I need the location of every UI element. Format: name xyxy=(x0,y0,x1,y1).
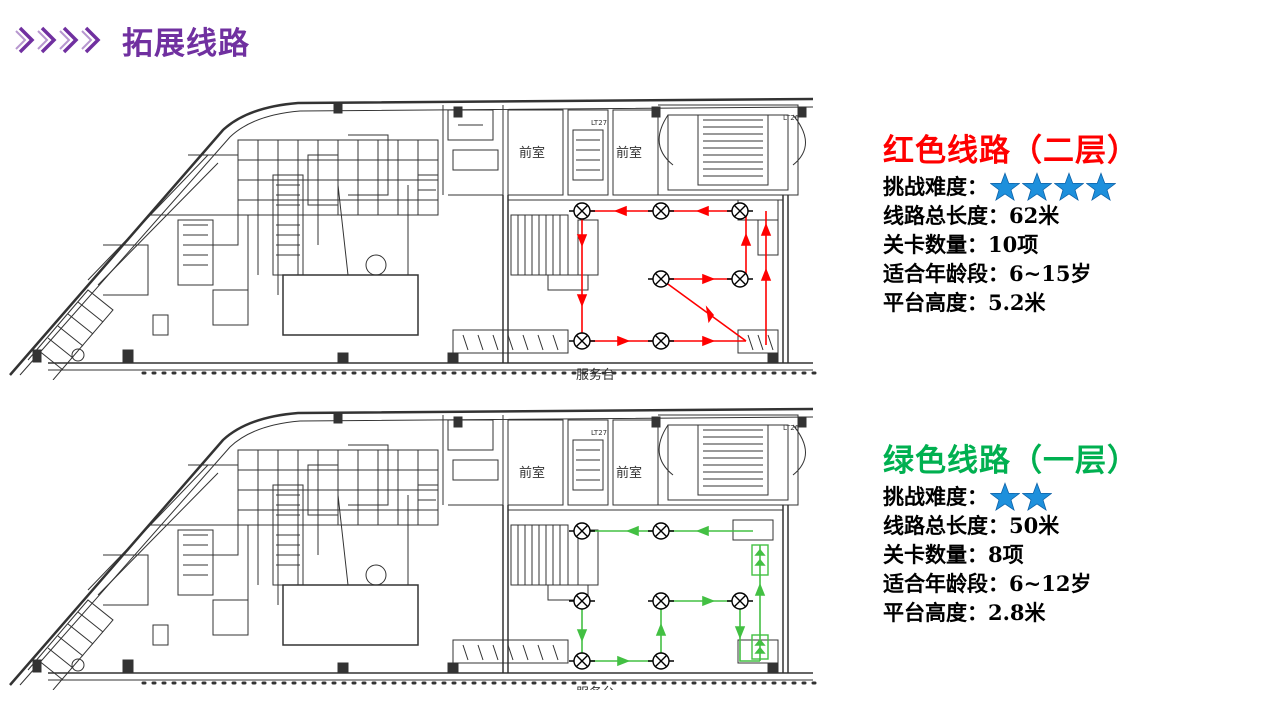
svg-text:前室: 前室 xyxy=(519,465,545,481)
svg-text:LT26: LT26 xyxy=(783,424,800,432)
green-route xyxy=(576,525,769,667)
difficulty-stars xyxy=(990,171,1118,202)
svg-text:LT26: LT26 xyxy=(783,114,800,122)
svg-text:LT27: LT27 xyxy=(591,119,607,127)
difficulty-row: 挑战难度： xyxy=(883,481,1139,512)
service-desk-label: 服务台 xyxy=(576,367,615,380)
difficulty-label: 挑战难度： xyxy=(883,174,988,199)
difficulty-row: 挑战难度： xyxy=(883,171,1139,202)
length-text: 线路总长度：50米 xyxy=(883,513,1060,538)
star-icon xyxy=(1086,171,1116,201)
star-icon xyxy=(1054,171,1084,201)
svg-text:LT27: LT27 xyxy=(591,429,607,437)
red-route-info: 红色线路（二层） 挑战难度： 线路总长度：62米 关卡数量：10项 适合年龄段：… xyxy=(883,125,1139,317)
age-text: 适合年龄段：6~12岁 xyxy=(883,571,1092,596)
height-text: 平台高度：5.2米 xyxy=(883,290,1046,315)
floor-plan-green-route: 前室 前室 服务台 LT27 LT26 xyxy=(8,405,818,690)
route-title: 红色线路（二层） xyxy=(883,133,1139,169)
route-title: 绿色线路（一层） xyxy=(883,443,1139,479)
difficulty-label: 挑战难度： xyxy=(883,484,988,509)
stages-text: 关卡数量：8项 xyxy=(883,542,1024,567)
difficulty-stars xyxy=(990,481,1054,512)
green-route-info: 绿色线路（一层） 挑战难度： 线路总长度：50米 关卡数量：8项 适合年龄段：6… xyxy=(883,435,1139,627)
floor-plan-svg-bottom: 前室 前室 服务台 LT27 LT26 xyxy=(9,407,818,690)
length-text: 线路总长度：62米 xyxy=(883,203,1060,228)
height-text: 平台高度：2.8米 xyxy=(883,600,1046,625)
anteroom-right-label: 前室 xyxy=(616,145,642,161)
age-text: 适合年龄段：6~15岁 xyxy=(883,261,1092,286)
stages-text: 关卡数量：10项 xyxy=(883,232,1039,257)
svg-text:前室: 前室 xyxy=(616,465,642,481)
star-icon xyxy=(990,481,1020,511)
page-title: 拓展线路 xyxy=(122,25,250,62)
svg-text:服务台: 服务台 xyxy=(576,685,615,690)
floor-plan-svg-top: 前室 前室 服务台 LT27 LT26 xyxy=(9,97,818,380)
star-icon xyxy=(1022,171,1052,201)
red-route xyxy=(576,205,772,347)
page-header: 拓展线路 xyxy=(14,18,250,62)
floor-plan-red-route: 前室 前室 服务台 LT27 LT26 xyxy=(8,95,818,380)
anteroom-left-label: 前室 xyxy=(519,145,545,161)
chevron-arrows-icon xyxy=(14,25,102,55)
star-icon xyxy=(990,171,1020,201)
star-icon xyxy=(1022,481,1052,511)
